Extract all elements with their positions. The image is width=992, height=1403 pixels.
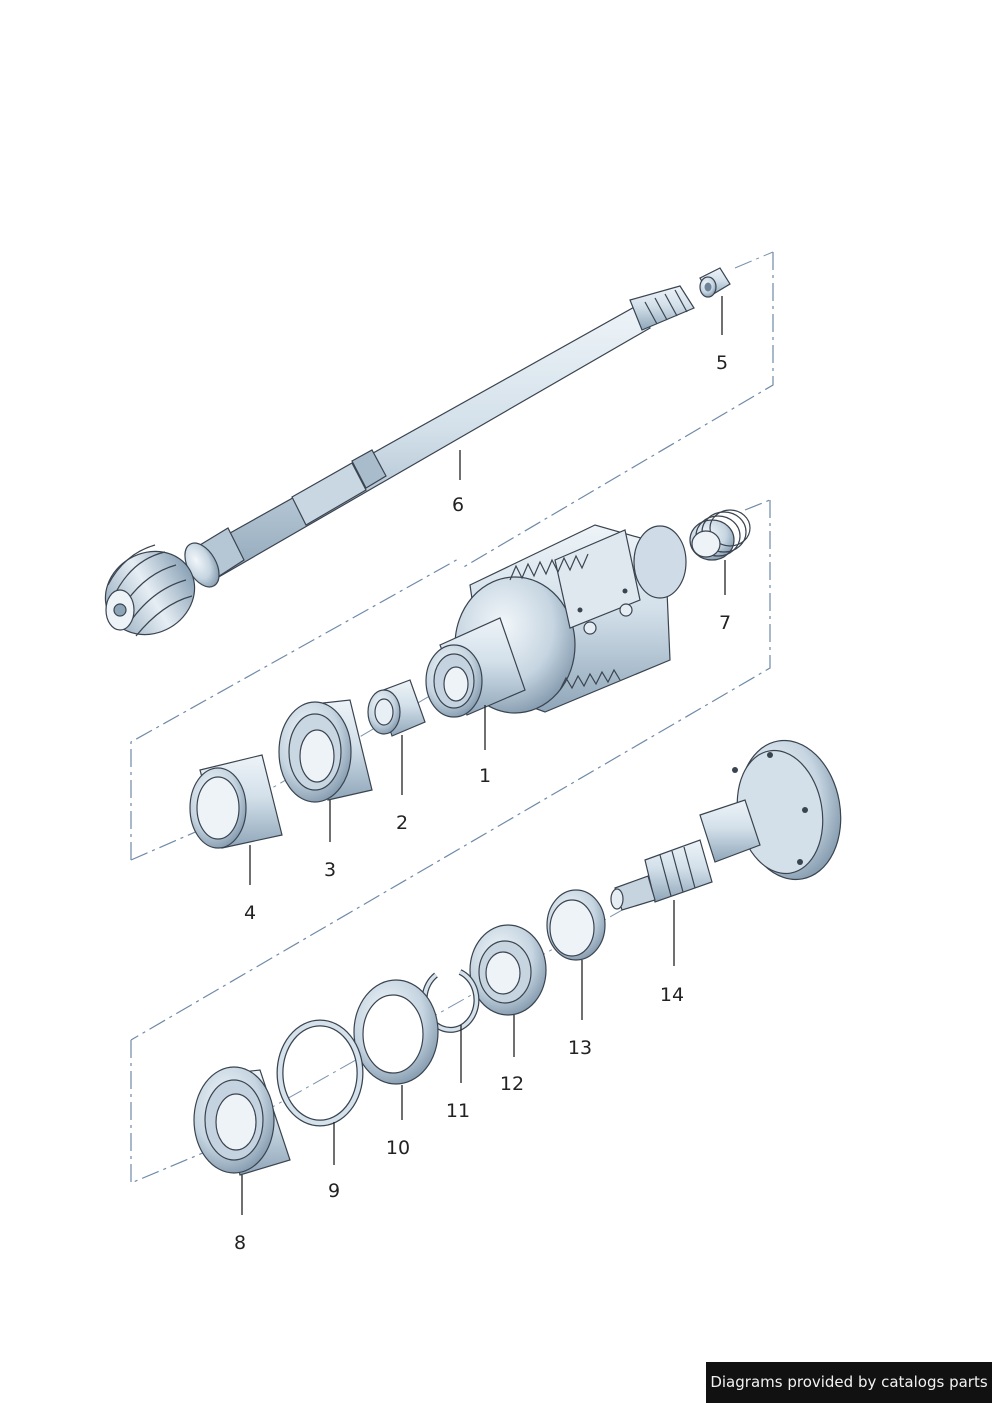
assembly-frame-lower: [130, 1040, 211, 1184]
credit-banner: Diagrams provided by catalogs parts: [706, 1362, 992, 1403]
callout-8: 8: [234, 1232, 246, 1254]
leader-lines: [241, 296, 726, 1215]
callout-12: 12: [500, 1073, 524, 1095]
callout-1: 1: [479, 765, 491, 787]
callout-7: 7: [719, 612, 731, 634]
pinion-shaft: [104, 285, 695, 637]
assembly-frame-upper: [461, 251, 774, 569]
shaft-seal: [546, 889, 606, 961]
assembly-frame-middle: [130, 499, 771, 1041]
callout-10: 10: [386, 1137, 410, 1159]
callout-13: 13: [568, 1037, 592, 1059]
callout-4: 4: [244, 902, 256, 924]
callout-6: 6: [452, 494, 464, 516]
shim-ring-large: [353, 979, 439, 1085]
ball-bearing: [469, 924, 547, 1016]
callout-5: 5: [716, 352, 728, 374]
roller-bearing-upper: [278, 699, 373, 803]
callout-labels: 1 2 3 4 5 6 7 8 9 10 11 12 13 14: [234, 352, 731, 1254]
needle-bearing: [367, 679, 426, 737]
thin-spacer-ring: [276, 1019, 364, 1127]
callout-2: 2: [396, 812, 408, 834]
coil-spring: [689, 509, 751, 561]
roller-bearing-lower: [193, 1066, 291, 1176]
callout-14: 14: [660, 984, 684, 1006]
callout-9: 9: [328, 1180, 340, 1202]
differential-housing: [425, 524, 687, 718]
credit-text: Diagrams provided by catalogs parts: [710, 1373, 988, 1391]
pinion-gear-head: [104, 544, 196, 637]
callout-3: 3: [324, 859, 336, 881]
flange-shaft: [610, 739, 842, 911]
callout-11: 11: [446, 1100, 470, 1122]
bearing-race-sleeve: [189, 754, 283, 849]
shaft-nut: [699, 267, 731, 298]
